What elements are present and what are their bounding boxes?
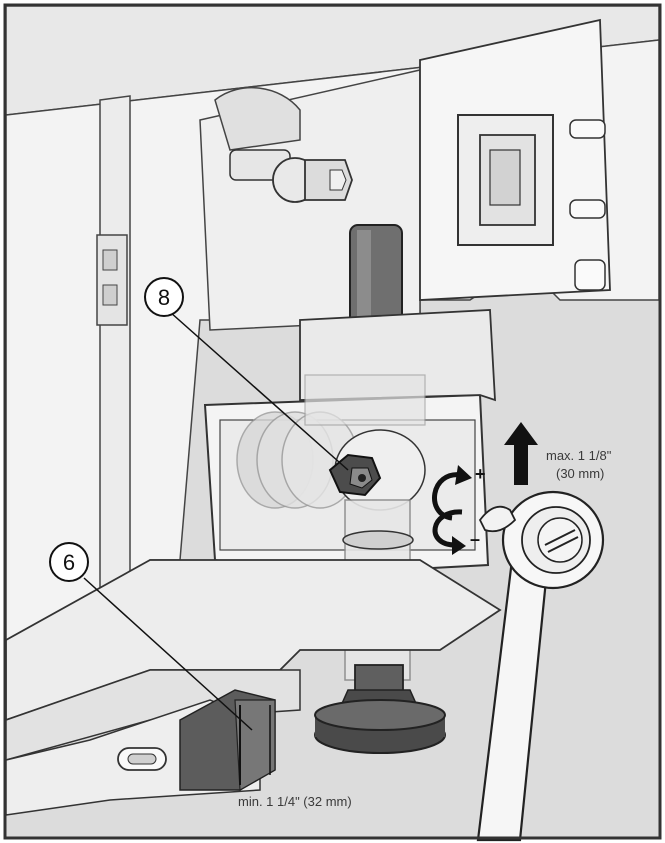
max-height-label: max. 1 1/8" (546, 448, 612, 463)
minus-sign: – (470, 529, 480, 549)
diagram-border (3, 3, 662, 840)
lock-nut (328, 453, 382, 497)
callout-leaders (83, 311, 349, 731)
max-height-mm-label: (30 mm) (556, 466, 604, 481)
rotation-arrows (432, 465, 472, 555)
callout-8-number: 8 (158, 285, 170, 310)
wrench (476, 490, 605, 842)
hinge-bolt (214, 87, 353, 203)
plus-sign: + (475, 464, 486, 484)
callout-8: 8 (144, 277, 184, 317)
up-arrow-icon (504, 422, 538, 485)
callout-6-number: 6 (63, 550, 75, 575)
leveling-foot-pad (314, 664, 446, 754)
min-clearance-label: min. 1 1/4" (32 mm) (238, 794, 352, 809)
callout-6: 6 (49, 542, 89, 582)
mounting-bracket (419, 18, 611, 301)
bracket-part-6 (179, 689, 276, 792)
